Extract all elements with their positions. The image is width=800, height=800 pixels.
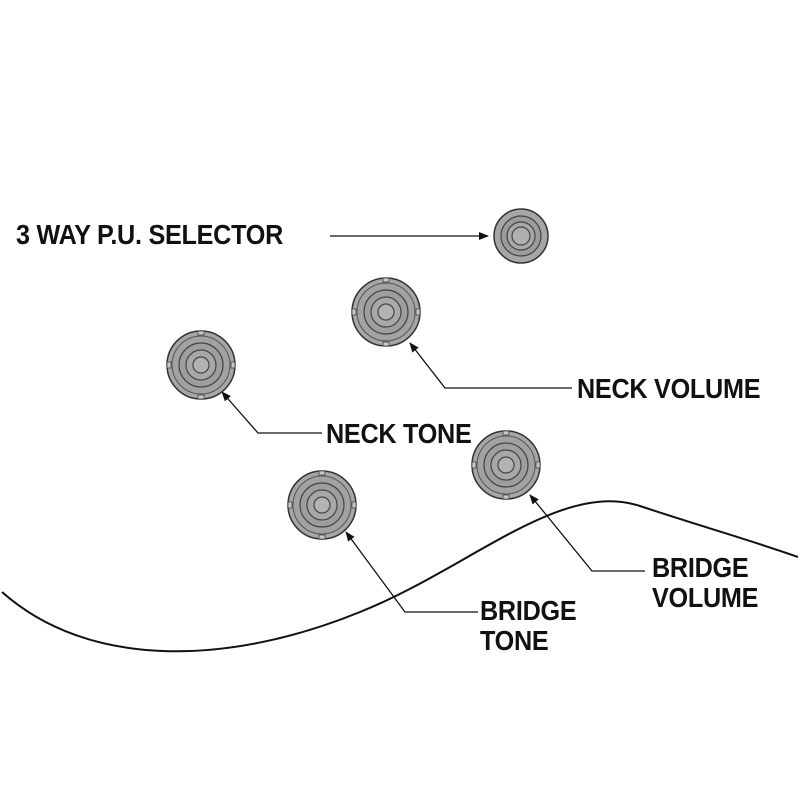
bridge-volume-knob-icon: [471, 430, 541, 500]
guitar-body-outline: [1, 500, 799, 653]
bridge-volume-label: BRIDGE VOLUME: [652, 553, 758, 613]
bridge-tone-label-line-1: BRIDGE: [480, 595, 577, 626]
neck-tone-knob-icon: [166, 330, 236, 400]
bridge-tone-leader-line: [345, 531, 478, 613]
neck-volume-knob-icon: [351, 277, 421, 347]
toggle-switch-icon: [493, 208, 549, 264]
selector-label: 3 WAY P.U. SELECTOR: [16, 219, 284, 250]
bridge-volume-label-line-1: BRIDGE: [652, 552, 749, 583]
bridge-tone-label: BRIDGE TONE: [480, 595, 577, 656]
neck-tone-label: NECK TONE: [326, 418, 472, 449]
neck-volume-label: NECK VOLUME: [577, 373, 761, 404]
neck-tone-leader-line: [221, 391, 322, 434]
bridge-tone-label-line-2: TONE: [480, 625, 549, 656]
bridge-tone-knob-icon: [287, 470, 357, 540]
neck-volume-leader-line: [409, 342, 572, 389]
bridge-volume-label-line-2: VOLUME: [652, 582, 759, 613]
bridge-volume-leader-line: [529, 494, 645, 572]
